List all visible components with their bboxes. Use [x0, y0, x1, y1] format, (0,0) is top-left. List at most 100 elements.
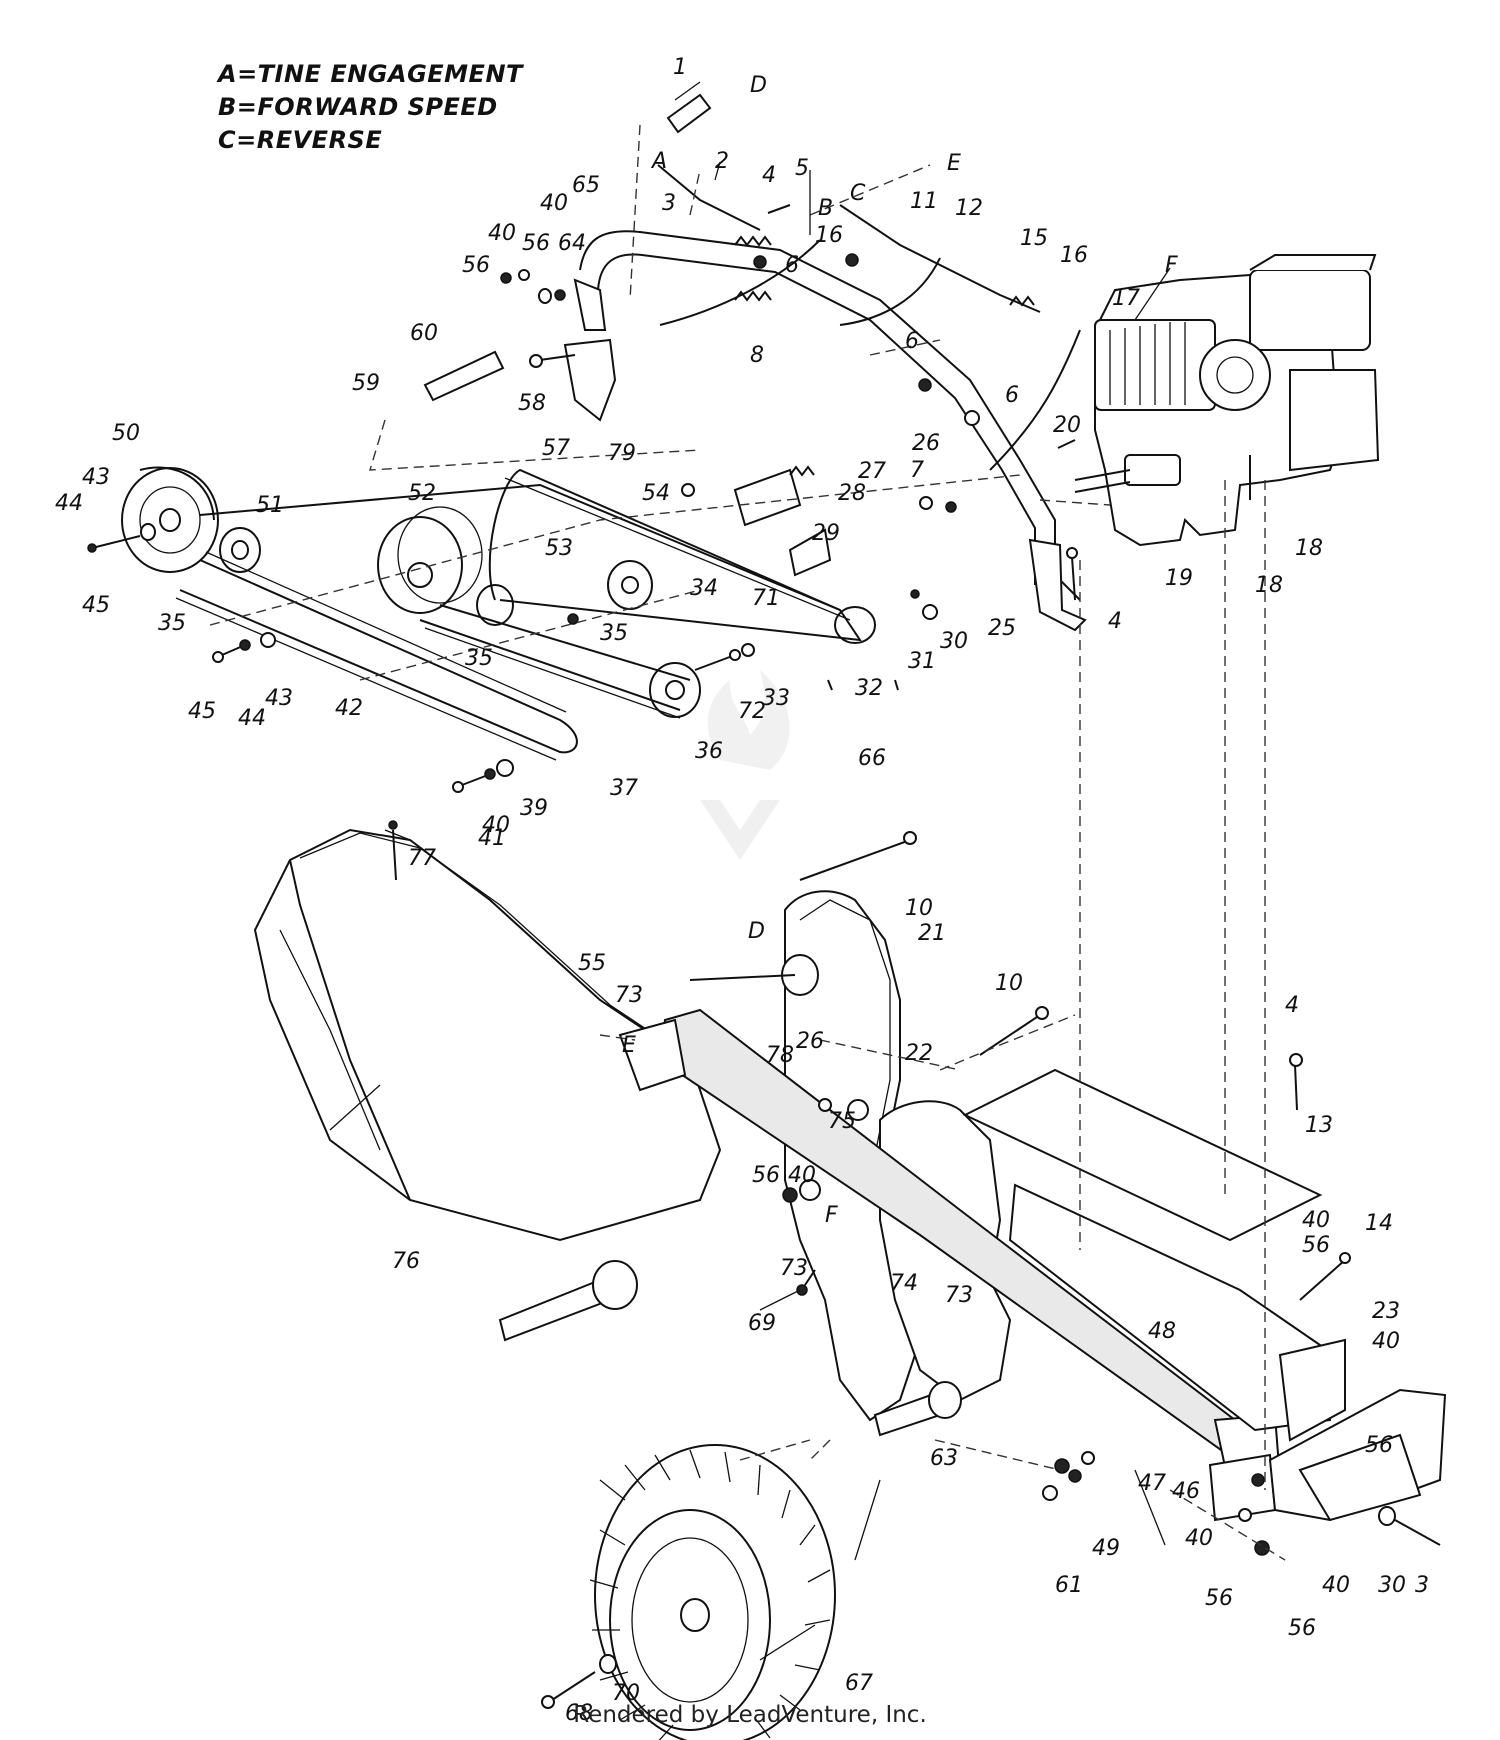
- callout-1: 1: [673, 55, 687, 80]
- pulley-51: [219, 527, 261, 573]
- callout-8: 8: [750, 343, 764, 368]
- callout-4-mid: 4: [1108, 609, 1122, 634]
- callout-44-a: 44: [55, 491, 83, 516]
- front-weight: [1268, 1388, 1447, 1522]
- callout-46: 46: [1172, 1479, 1200, 1504]
- callout-56-c: 56: [752, 1163, 780, 1188]
- callout-18-b: 18: [1255, 573, 1283, 598]
- callout-19: 19: [1165, 566, 1193, 591]
- callout-54: 54: [642, 481, 670, 506]
- footer-credit: Rendered by LeadVenture, Inc.: [573, 1702, 927, 1728]
- callout-22: 22: [905, 1041, 933, 1066]
- callout-73-c: 73: [945, 1283, 973, 1308]
- callout-40-b: 40: [540, 191, 568, 216]
- tine-shafts: [498, 1260, 962, 1437]
- pulley-50: [121, 466, 219, 573]
- belt-42: [175, 551, 578, 761]
- belt-37: [419, 604, 691, 719]
- legend-forward-speed: B=FORWARD SPEED: [218, 93, 498, 121]
- handle-frame: [563, 230, 1087, 632]
- callout-28: 28: [838, 481, 866, 506]
- pulley-53: [476, 584, 514, 626]
- callout-55: 55: [578, 951, 606, 976]
- callout-33: 33: [762, 686, 790, 711]
- callout-35-b: 35: [465, 646, 493, 671]
- callout-15: 15: [1020, 226, 1048, 251]
- callout-7: 7: [910, 458, 924, 483]
- roll-pin: [423, 93, 712, 402]
- callout-70: 70: [612, 1681, 640, 1706]
- callout-31: 31: [908, 649, 936, 674]
- callout-45-a: 45: [82, 593, 110, 618]
- callout-77: 77: [408, 846, 436, 871]
- callout-A: A: [650, 149, 667, 174]
- callout-37: 37: [610, 776, 638, 801]
- washer-icon: [239, 632, 276, 651]
- nut-icon: [567, 613, 755, 661]
- washer-icon: [818, 1098, 869, 1121]
- legend-reverse: C=REVERSE: [218, 126, 383, 154]
- bolt-icon: [388, 820, 398, 881]
- callout-56-f: 56: [1205, 1586, 1233, 1611]
- callout-71: 71: [752, 586, 780, 611]
- belt-cover: [253, 828, 722, 1242]
- callout-66: 66: [858, 746, 886, 771]
- hardware-fasteners: [87, 204, 1441, 1709]
- callout-56-e: 56: [1365, 1433, 1393, 1458]
- pulley-34: [607, 560, 653, 610]
- callout-6-a: 6: [785, 253, 799, 278]
- callout-35-c: 35: [600, 621, 628, 646]
- bolt-icon: [1289, 1053, 1303, 1111]
- pulley-52: [377, 506, 483, 614]
- callout-76: 76: [392, 1249, 420, 1274]
- callout-44-b: 44: [238, 706, 266, 731]
- leader-lines: [329, 81, 1171, 1661]
- callout-27: 27: [858, 459, 886, 484]
- callout-11: 11: [910, 189, 938, 214]
- callout-73-a: 73: [615, 983, 643, 1008]
- callout-2: 2: [715, 149, 729, 174]
- callout-50: 50: [112, 421, 140, 446]
- callout-41: 41: [478, 826, 506, 851]
- tire-tread-icon: [589, 1449, 831, 1740]
- callout-40-c: 40: [482, 813, 510, 838]
- callout-14: 14: [1365, 1211, 1393, 1236]
- callout-40-h: 40: [1322, 1573, 1350, 1598]
- nut-icon: [782, 1179, 821, 1203]
- nut-icon: [681, 483, 957, 513]
- callout-4-low: 4: [1285, 993, 1299, 1018]
- callout-43-b: 43: [265, 686, 293, 711]
- callout-56-a: 56: [462, 253, 490, 278]
- wheel: [589, 1444, 836, 1740]
- callout-43-a: 43: [82, 465, 110, 490]
- control-cables: [657, 164, 1081, 477]
- nut-icon: [1054, 1451, 1095, 1474]
- callout-56-g: 56: [1288, 1616, 1316, 1641]
- callout-C: C: [850, 181, 866, 206]
- callout-40-a: 40: [488, 221, 516, 246]
- callout-D-top: D: [750, 73, 767, 98]
- callout-69: 69: [748, 1311, 776, 1336]
- bolt-icon: [796, 1269, 816, 1296]
- callout-40-f: 40: [1372, 1329, 1400, 1354]
- callout-23: 23: [1372, 1299, 1400, 1324]
- callout-30-b: 30: [1378, 1573, 1406, 1598]
- callout-45-b: 45: [188, 699, 216, 724]
- callout-63: 63: [930, 1446, 958, 1471]
- engine-assembly: [1074, 254, 1380, 547]
- callout-67: 67: [845, 1671, 873, 1696]
- callout-10-b: 10: [995, 971, 1023, 996]
- callout-26-b: 26: [796, 1029, 824, 1054]
- nut-icon: [1042, 1469, 1082, 1501]
- callout-75: 75: [828, 1109, 856, 1134]
- callout-47: 47: [1138, 1471, 1166, 1496]
- callout-F-low: F: [825, 1203, 838, 1228]
- callout-5: 5: [795, 156, 809, 181]
- callout-49: 49: [1092, 1536, 1120, 1561]
- callout-21: 21: [918, 921, 946, 946]
- callout-30-a: 30: [940, 629, 968, 654]
- callout-6-b: 6: [905, 329, 919, 354]
- legend-tine-engagement: A=TINE ENGAGEMENT: [218, 60, 523, 88]
- callout-42: 42: [335, 696, 363, 721]
